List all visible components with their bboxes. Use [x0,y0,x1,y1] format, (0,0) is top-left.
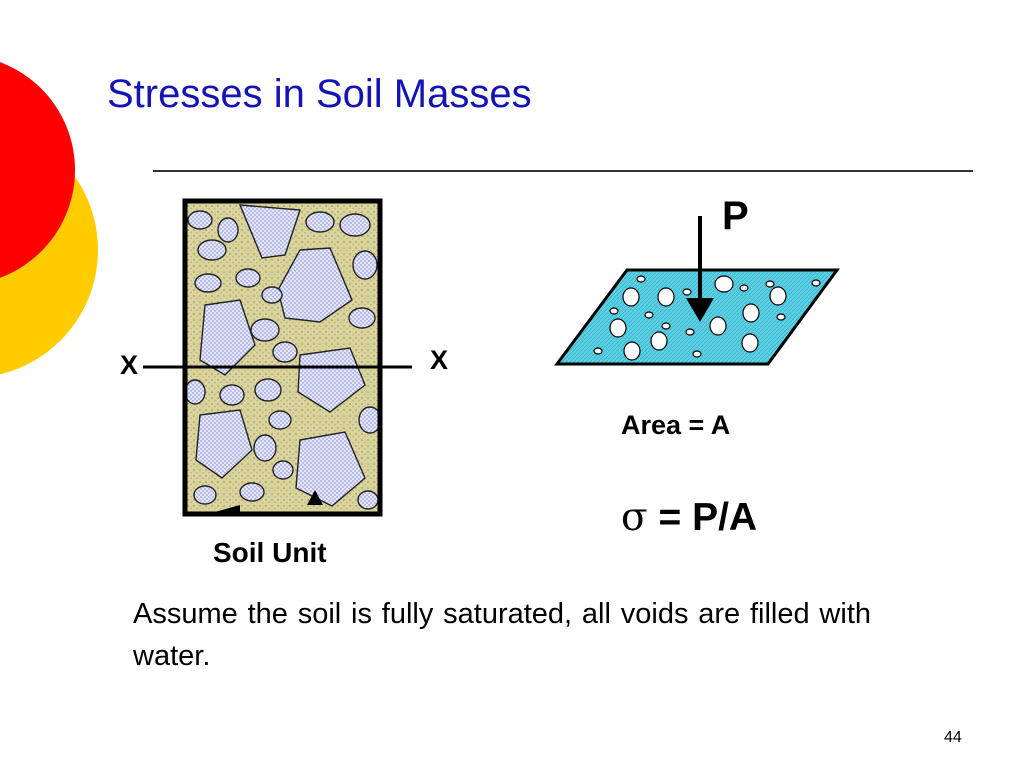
water-void [765,280,775,288]
soil-grain [295,431,366,507]
water-void [769,286,787,306]
water-void [742,303,760,323]
water-void [661,322,671,330]
soil-grain [272,460,294,480]
soil-grain [297,347,366,413]
soil-grain [358,406,380,434]
water-void [739,284,749,292]
soil-grain [195,409,253,479]
sigma-symbol: σ [621,495,648,540]
soil-unit-border [182,198,383,517]
soil-grain [339,213,371,237]
water-void [636,275,646,283]
soil-grain [253,434,277,462]
water-void [644,311,654,319]
soil-grain [193,485,217,505]
soil-grain [187,210,213,230]
water-void [657,287,675,307]
water-void [609,307,619,315]
down-arrow-icon [686,298,714,322]
soil-unit-caption: Soil Unit [213,537,327,568]
water-void [692,350,702,358]
water-void [741,333,759,353]
body-text: Assume the soil is fully saturated, all … [133,598,871,672]
water-void [593,347,603,355]
soil-grain [217,217,239,243]
small-arrow-icon [215,505,240,512]
red-circle [0,62,75,278]
small-arrow-icon [307,490,323,505]
soil-grain [305,211,335,233]
cut-label-left: X [120,350,139,380]
title-divider [153,170,973,172]
water-void [811,279,821,287]
soil-grain [272,341,298,363]
soil-grain [352,250,378,280]
page-number: 44 [944,729,962,746]
stress-formula: σ = P/A [621,495,757,540]
soil-grain [348,307,376,329]
water-void [650,331,668,351]
cut-label-right: X [430,345,449,375]
water-void [709,316,727,336]
water-void [609,318,627,338]
load-label: P [722,194,749,238]
water-void [622,287,640,307]
soil-grain [250,318,280,342]
water-void [776,313,786,321]
soil-grain [185,379,206,405]
soil-grain [219,384,245,406]
soil-grains [185,204,380,510]
water-void [623,341,641,361]
area-label: Area = A [621,410,731,440]
soil-grain [261,286,283,304]
soil-grain [238,204,301,259]
water-void [714,275,734,293]
soil-grain [235,268,261,288]
soil-grain [199,299,256,376]
soil-grain [254,378,282,402]
water-void [682,288,692,296]
formula-rest: = P/A [647,496,758,539]
soil-grain [197,239,227,261]
soil-grain [268,410,292,430]
soil-grain [239,482,265,502]
water-voids [593,275,821,361]
slide-title: Stresses in Soil Masses [107,72,532,116]
water-void [685,328,695,336]
soil-grain [194,273,222,293]
